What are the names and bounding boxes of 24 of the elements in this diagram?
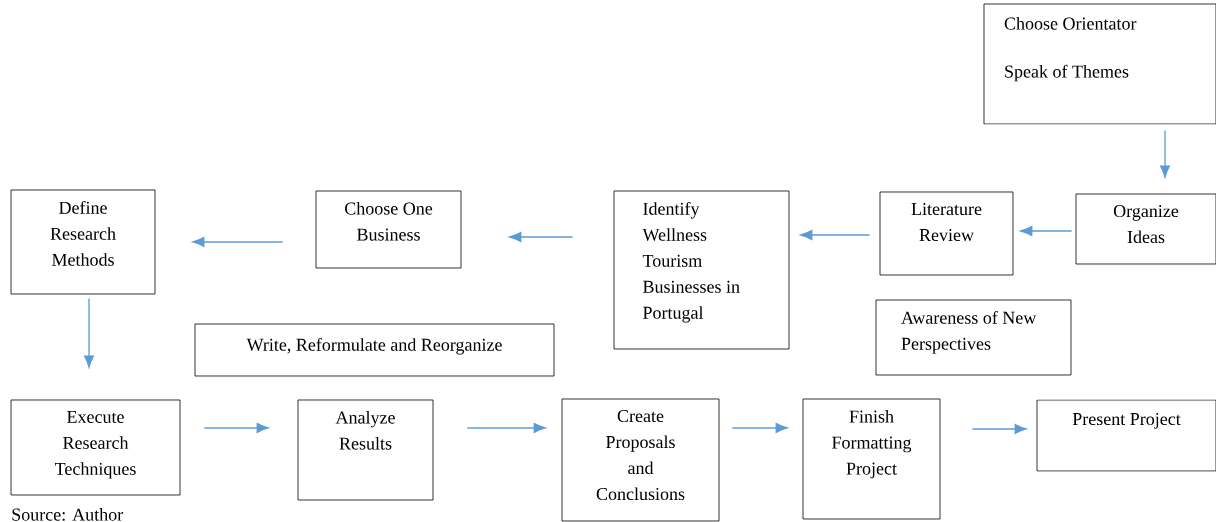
process-box: Finish Formatting Project	[802, 398, 941, 520]
arrow	[192, 237, 284, 247]
arrow	[84, 297, 94, 368]
arrow	[1160, 129, 1170, 178]
process-box: Write, Reformulate and Reorganize	[194, 323, 555, 377]
process-box: Create Proposals and Conclusions	[561, 398, 720, 522]
arrow	[509, 232, 574, 242]
process-box: Literature Review	[879, 191, 1014, 276]
process-box: Choose One Business	[315, 190, 462, 269]
process-box: Awareness of New Perspectives	[875, 299, 1072, 376]
process-box: Identify Wellness Tourism Businesses in Portugal	[613, 190, 790, 350]
arrow	[731, 423, 788, 433]
arrow	[800, 230, 871, 240]
process-box: Present Project	[1036, 399, 1216, 472]
process-box: Analyze Results	[297, 399, 434, 501]
arrow	[971, 424, 1027, 434]
arrow	[203, 423, 269, 433]
process-box: Choose Orientator Speak of Themes	[983, 3, 1216, 125]
process-box: Organize Ideas	[1075, 193, 1216, 265]
process-box: Define Research Methods	[10, 189, 156, 295]
arrow	[1020, 226, 1073, 236]
process-box: Execute Research Techniques	[10, 399, 181, 496]
caption: Source: Author	[12, 508, 124, 521]
arrow	[466, 423, 546, 433]
